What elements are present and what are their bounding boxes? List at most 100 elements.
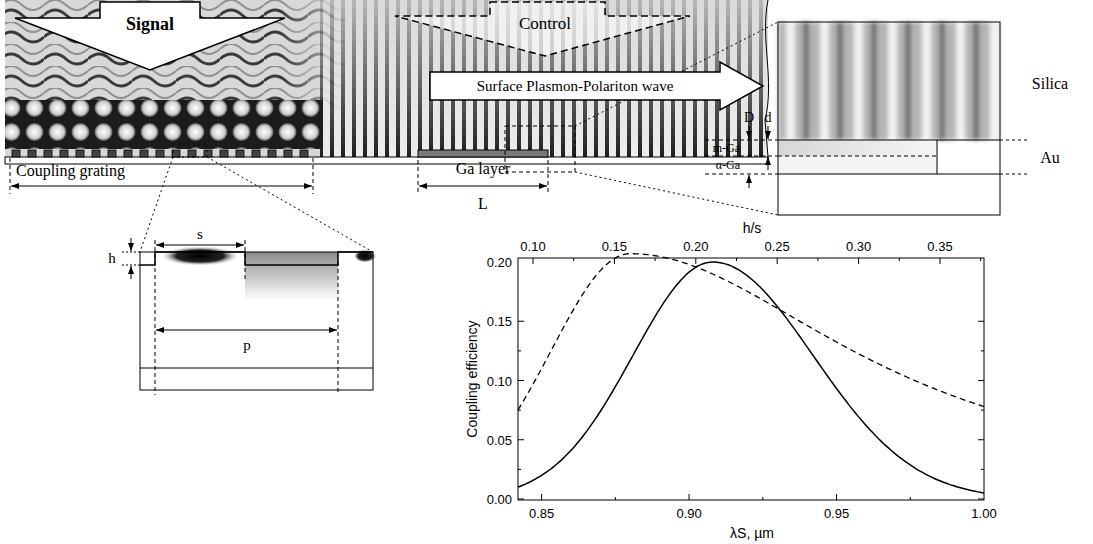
arrow-shape — [430, 62, 763, 110]
grating-ridge — [44, 150, 52, 157]
axis-tick — [518, 469, 521, 470]
grating-ridge — [252, 150, 260, 157]
field-map — [5, 0, 768, 157]
efficiency-chart — [518, 254, 984, 500]
grating-ridge — [12, 150, 20, 157]
ga-edge-inset — [768, 126, 769, 139]
grating-inset — [131, 238, 132, 251]
material-label: Au — [1040, 150, 1060, 166]
ga-edge-inset — [768, 157, 769, 170]
substrate — [5, 157, 768, 164]
grating-ridge — [76, 150, 84, 157]
axis-tick — [762, 497, 763, 500]
grating-ridge — [236, 150, 244, 157]
axis-title: h/s — [743, 221, 762, 235]
arrow-label: Signal — [126, 15, 174, 33]
dimension-label: h — [108, 251, 116, 266]
grating-ridge — [60, 150, 68, 157]
ga-edge-inset — [1000, 174, 1030, 175]
dimension-lines — [548, 160, 549, 194]
field-map — [5, 100, 323, 149]
coupling-grating — [12, 150, 308, 157]
ga-edge-inset — [778, 22, 1000, 140]
ga-edge-inset — [778, 140, 937, 156]
arrow-shape — [15, 2, 285, 70]
grating-inset — [338, 262, 339, 395]
axis-tick — [777, 258, 778, 264]
axis-tick — [899, 258, 900, 261]
dimension-label: s — [197, 227, 203, 242]
grating-inset — [245, 240, 246, 280]
grating-ridge — [220, 150, 228, 157]
axis-tick — [655, 258, 656, 261]
field-map — [5, 0, 769, 157]
tick-label: 0.35 — [927, 240, 952, 253]
region-label: Coupling grating — [16, 163, 125, 179]
tick-label: 0.90 — [676, 507, 701, 520]
arrow-outline — [430, 62, 765, 112]
ga-edge-inset — [778, 22, 1000, 215]
grating-inset — [160, 246, 240, 266]
zoom-lines — [173, 144, 207, 157]
tick-label: 0.20 — [683, 240, 708, 253]
axis-tick — [817, 258, 818, 261]
dimension-label: p — [243, 338, 251, 353]
grating-inset — [245, 252, 338, 300]
control-arrow: Control — [395, 2, 692, 58]
grating-inset — [156, 330, 337, 331]
axis-tick — [836, 494, 837, 500]
grating-inset — [155, 240, 156, 395]
ga-edge-inset — [749, 175, 750, 188]
axis-tick — [518, 439, 524, 440]
efficiency-curves — [518, 254, 984, 493]
grating-ridge — [108, 150, 116, 157]
grating-inset — [122, 238, 377, 395]
ga-edge-inset — [1000, 140, 1030, 141]
axis-tick — [689, 494, 690, 500]
plasmon-arrow: Surface Plasmon-Polariton wave — [430, 62, 765, 112]
axis-tick — [518, 321, 524, 322]
ga-edge-inset — [705, 174, 778, 175]
zoom-lines — [140, 157, 173, 252]
ga-edge-inset — [778, 156, 937, 157]
grating-inset — [131, 266, 132, 279]
ga-edge-inset — [705, 140, 778, 141]
signal-arrow: Signal — [15, 2, 287, 72]
material-label: m-Ga — [713, 142, 740, 154]
zoom-lines — [575, 22, 778, 126]
dimension-lines — [11, 186, 312, 187]
dimension-label: L — [478, 196, 488, 212]
axis-tick — [910, 497, 911, 500]
grating-ridge — [156, 150, 164, 157]
axis-tick — [981, 350, 984, 351]
dimension-lines — [10, 158, 548, 194]
field-map — [320, 0, 768, 157]
ga-edge-inset — [778, 156, 937, 174]
axis-tick — [980, 258, 981, 261]
dashed-curve — [518, 254, 984, 410]
axis-tick — [541, 494, 542, 500]
grating-inset — [122, 265, 140, 266]
axis-tick — [978, 321, 984, 322]
dimension-lines — [418, 160, 419, 194]
tick-label: 0.05 — [487, 433, 512, 446]
dimension-label: D — [744, 111, 754, 125]
substrate — [418, 150, 548, 157]
zoom-lines — [505, 126, 575, 172]
grating-ridge — [28, 150, 36, 157]
axis-tick — [518, 350, 521, 351]
tick-label: 0.15 — [487, 315, 512, 328]
axis-tick — [981, 410, 984, 411]
region-label: Ga layer — [456, 161, 511, 177]
material-label: Silica — [1032, 76, 1068, 92]
tick-label: 0.10 — [520, 240, 545, 253]
arrow-label: Control — [519, 15, 571, 32]
grating-inset — [156, 245, 244, 246]
axis-tick — [978, 439, 984, 440]
field-map — [765, 0, 769, 157]
ga-edge-inset — [778, 140, 1000, 141]
axis-title: λS, µm — [730, 526, 774, 540]
grating-ridge — [300, 150, 308, 157]
ga-edge-inset — [749, 126, 750, 139]
